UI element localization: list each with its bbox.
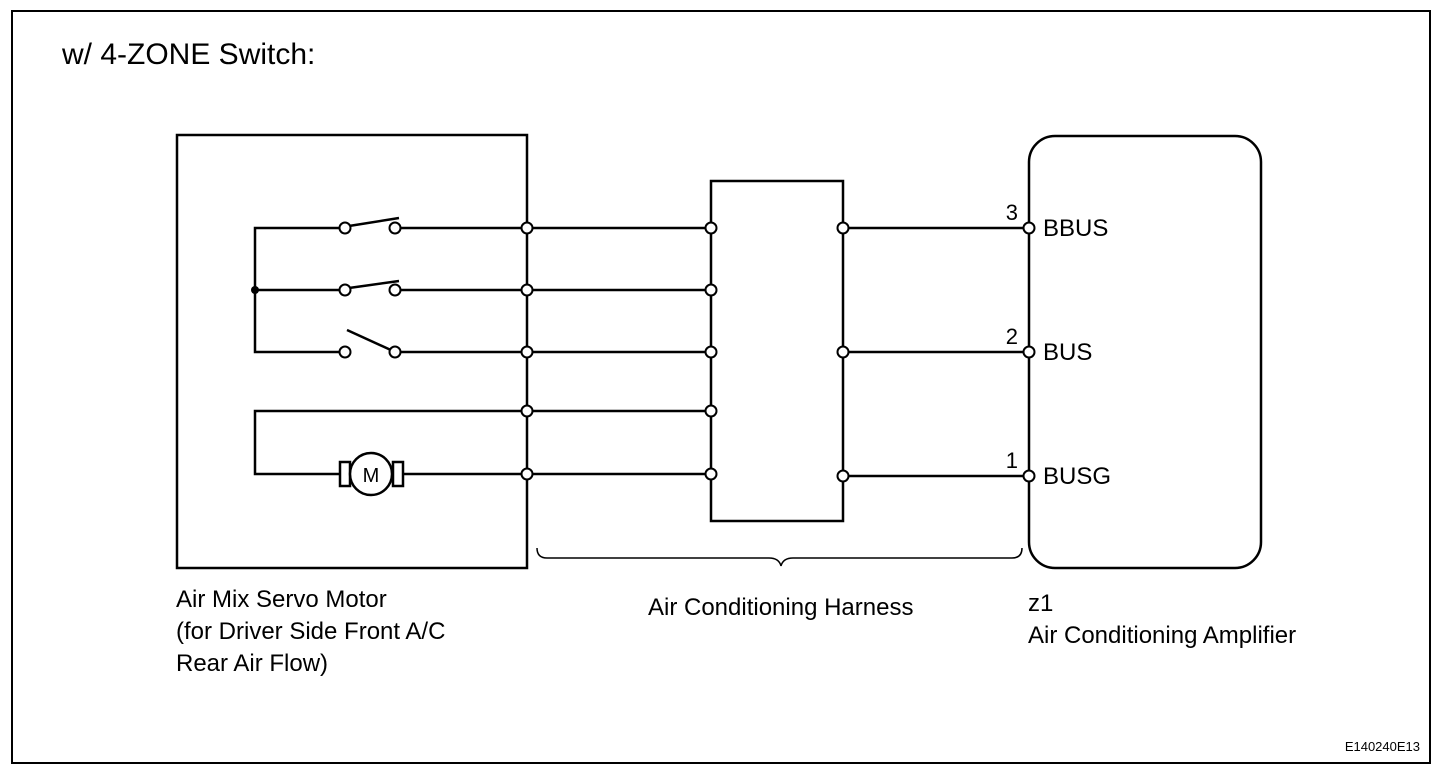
amplifier-terminal-3	[1022, 221, 1036, 235]
harness-out-terminal-2	[836, 345, 850, 359]
switch-2-terminal-a	[338, 283, 352, 297]
harness-in-terminal-3	[704, 345, 718, 359]
diagram-title: w/ 4-ZONE Switch:	[62, 38, 316, 71]
amplifier-terminal-2	[1022, 345, 1036, 359]
servo-motor-label-line-1: Air Mix Servo Motor	[176, 586, 387, 613]
servo-terminal-3	[520, 345, 534, 359]
figure-code: E140240E13	[1344, 739, 1420, 754]
amplifier-label: z1 Air Conditioning Amplifier	[1028, 588, 1296, 652]
motor-icon	[348, 451, 394, 497]
harness-brace	[536, 547, 1023, 567]
amplifier-name: Air Conditioning Amplifier	[1028, 622, 1297, 649]
pin-name-bus: BUS	[1043, 339, 1092, 366]
motor-brush-left	[338, 460, 352, 488]
harness-in-terminal-5	[704, 467, 718, 481]
switch-3-terminal-b	[388, 345, 402, 359]
servo-terminal-1	[520, 221, 534, 235]
harness-out-terminal-1	[836, 221, 850, 235]
servo-motor-label: Air Mix Servo Motor (for Driver Side Fro…	[176, 584, 445, 680]
switch-3-terminal-a	[338, 345, 352, 359]
switch-3-blade	[346, 328, 394, 353]
pin-number-3: 3	[1006, 200, 1018, 225]
diagram-frame	[11, 10, 1431, 764]
harness-label: Air Conditioning Harness	[648, 594, 914, 621]
amplifier-terminal-1	[1022, 469, 1036, 483]
pin-name-bbus: BBUS	[1043, 215, 1108, 242]
servo-terminal-4	[520, 404, 534, 418]
pin-name-busg: BUSG	[1043, 463, 1111, 490]
switch-2-terminal-b	[388, 283, 402, 297]
motor-return-wire	[253, 409, 527, 476]
harness-in-terminal-1	[704, 221, 718, 235]
amplifier-connector-code: z1	[1028, 590, 1054, 617]
harness-in-terminal-2	[704, 283, 718, 297]
motor-symbol-label: M	[363, 465, 380, 487]
pin-number-1: 1	[1006, 448, 1018, 473]
switch-1-terminal-b	[388, 221, 402, 235]
harness-out-terminal-3	[836, 469, 850, 483]
motor-brush-right	[391, 460, 405, 488]
servo-motor-label-line-2: (for Driver Side Front A/C	[176, 618, 446, 645]
junction-dot	[251, 286, 259, 294]
harness-in-terminal-4	[704, 404, 718, 418]
switch-2-blade	[348, 279, 400, 290]
servo-terminal-5	[520, 467, 534, 481]
switch-1-blade	[348, 216, 400, 228]
servo-terminal-2	[520, 283, 534, 297]
harness-box	[709, 179, 845, 523]
servo-motor-label-line-3: Rear Air Flow)	[176, 650, 329, 677]
switch-1-terminal-a	[338, 221, 352, 235]
pin-number-2: 2	[1006, 324, 1018, 349]
